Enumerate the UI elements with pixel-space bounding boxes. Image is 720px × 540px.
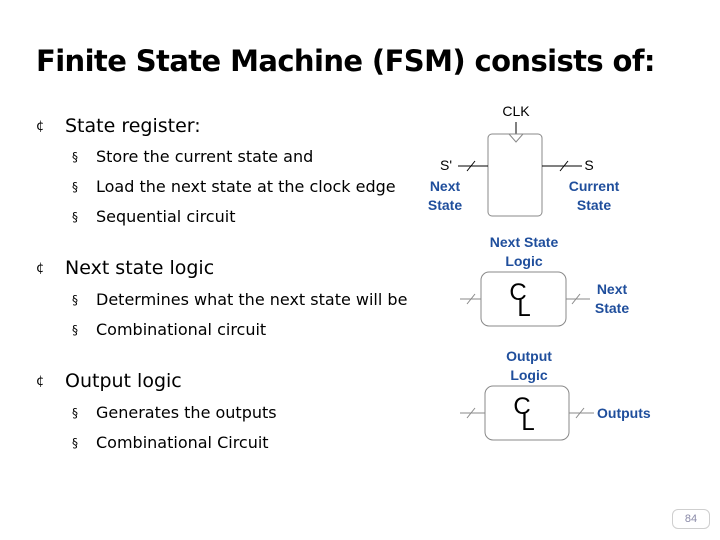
- sub-bullet-glyph: §: [72, 180, 78, 194]
- sub-bullet-text: Combinational circuit: [96, 320, 267, 339]
- sub-bullet: § Combinational circuit: [72, 320, 266, 339]
- sub-bullet-glyph: §: [72, 436, 78, 450]
- bullet-text: State register:: [65, 115, 201, 137]
- page-number: 84: [672, 509, 710, 529]
- sub-bullet-text: Determines what the next state will be: [96, 290, 408, 309]
- bullet-text: Output logic: [65, 370, 182, 392]
- sub-bullet-text: Store the current state and: [96, 147, 314, 166]
- current-state-caption: Current: [569, 178, 620, 194]
- bullet-output-logic: ¢ Output logic: [36, 370, 182, 392]
- outputs-caption: Outputs: [597, 405, 651, 421]
- next-state-output-caption: Next: [597, 281, 628, 297]
- bus-slash: [559, 160, 569, 172]
- next-state-logic-title: Logic: [505, 253, 543, 269]
- bullet-text: Next state logic: [65, 257, 215, 279]
- sub-bullet-glyph: §: [72, 406, 78, 420]
- sub-bullet-text: Generates the outputs: [96, 403, 277, 422]
- bullet-glyph: ¢: [36, 119, 45, 134]
- next-state-logic-diagram: Next State Logic C L Next State: [460, 234, 629, 327]
- sub-bullet: § Combinational Circuit: [72, 433, 269, 452]
- sub-bullet-text: Load the next state at the clock edge: [96, 177, 396, 196]
- bus-slash: [575, 407, 585, 419]
- current-state-caption: State: [577, 197, 611, 213]
- next-state-logic-title: Next State: [490, 234, 559, 250]
- state-register-diagram: CLK S' S Next State Current State: [428, 103, 620, 217]
- sub-bullet-glyph: §: [72, 323, 78, 337]
- sub-bullet: § Sequential circuit: [72, 207, 235, 226]
- combinational-letter: C: [513, 393, 530, 420]
- sub-bullet: § Generates the outputs: [72, 403, 277, 422]
- next-state-output-caption: State: [595, 300, 629, 316]
- output-logic-title: Logic: [510, 367, 548, 383]
- clock-edge-triangle: [508, 133, 524, 143]
- bullet-glyph: ¢: [36, 374, 45, 389]
- sub-bullet: § Store the current state and: [72, 147, 313, 166]
- sub-bullet-glyph: §: [72, 210, 78, 224]
- bus-slash: [571, 293, 581, 305]
- next-state-caption: State: [428, 197, 462, 213]
- sub-bullet: § Determines what the next state will be: [72, 290, 407, 309]
- bullet-glyph: ¢: [36, 261, 45, 276]
- bullet-state-register: ¢ State register:: [36, 115, 201, 137]
- register-box: [487, 133, 543, 217]
- bullet-next-state-logic: ¢ Next state logic: [36, 257, 214, 279]
- bus-slash: [466, 407, 476, 419]
- clk-label: CLK: [502, 103, 530, 119]
- register-output-label: S: [584, 157, 593, 173]
- sub-bullet-glyph: §: [72, 150, 78, 164]
- sub-bullet: § Load the next state at the clock edge: [72, 177, 396, 196]
- sub-bullet-text: Sequential circuit: [96, 207, 236, 226]
- output-logic-diagram: Output Logic C L Outputs: [460, 348, 651, 441]
- combinational-letter: L: [521, 409, 534, 436]
- sub-bullet-glyph: §: [72, 293, 78, 307]
- next-state-caption: Next: [430, 178, 461, 194]
- combinational-letter: L: [517, 295, 530, 322]
- sub-bullet-text: Combinational Circuit: [96, 433, 269, 452]
- combinational-letter: C: [509, 279, 526, 306]
- output-logic-title: Output: [506, 348, 552, 364]
- bus-slash: [466, 160, 476, 172]
- bus-slash: [466, 293, 476, 305]
- register-input-label: S': [440, 157, 452, 173]
- slide-title: Finite State Machine (FSM) consists of:: [36, 44, 655, 78]
